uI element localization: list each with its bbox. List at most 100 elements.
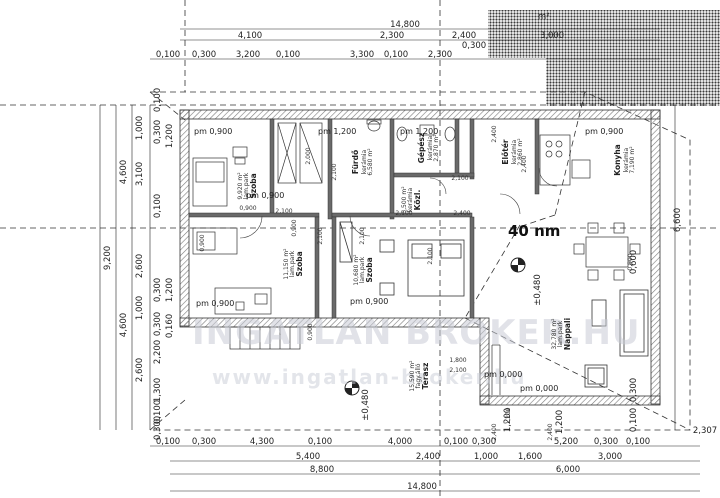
svg-text:lam.park: lam.park <box>289 250 296 277</box>
svg-text:0,900: 0,900 <box>627 253 634 270</box>
svg-text:32,780 m²: 32,780 m² <box>551 318 558 350</box>
svg-text:6,600: 6,600 <box>673 208 683 232</box>
svg-text:1,300: 1,300 <box>153 378 163 402</box>
svg-text:5,200: 5,200 <box>554 437 578 447</box>
level-living: ±0,480 <box>533 274 543 305</box>
svg-text:4,300: 4,300 <box>250 437 274 447</box>
svg-text:2,400: 2,400 <box>452 31 476 41</box>
svg-text:10,680 m²: 10,680 m² <box>353 254 360 286</box>
svg-text:8,800: 8,800 <box>310 465 334 475</box>
svg-text:0,300: 0,300 <box>594 437 618 447</box>
svg-text:0,100: 0,100 <box>276 50 300 60</box>
svg-text:0,300: 0,300 <box>153 278 163 302</box>
svg-text:4,000: 4,000 <box>388 437 412 447</box>
svg-text:1,200: 1,200 <box>165 278 175 302</box>
svg-text:3,200: 3,200 <box>236 50 260 60</box>
svg-text:0,100: 0,100 <box>156 437 180 447</box>
door-swings <box>239 167 558 239</box>
svg-text:5,500 m²: 5,500 m² <box>401 186 408 214</box>
svg-text:1,200: 1,200 <box>505 407 512 424</box>
svg-text:Nappali: Nappali <box>563 318 572 350</box>
svg-text:15,590 m²: 15,590 m² <box>409 360 416 392</box>
dimension-lines <box>99 28 700 492</box>
svg-text:fagy.álló: fagy.álló <box>415 363 422 388</box>
svg-text:0,300: 0,300 <box>192 437 216 447</box>
svg-text:1,800: 1,800 <box>449 357 466 364</box>
svg-text:kerámia: kerámia <box>623 148 630 173</box>
svg-text:2,600: 2,600 <box>135 254 145 278</box>
svg-text:pm 0,900: pm 0,900 <box>350 297 388 306</box>
svg-text:2,400: 2,400 <box>547 423 554 440</box>
svg-text:1,000: 1,000 <box>135 296 145 320</box>
svg-text:pm 0,000: pm 0,000 <box>520 384 558 393</box>
svg-text:0,100: 0,100 <box>153 194 163 218</box>
svg-text:5,400: 5,400 <box>296 452 320 462</box>
svg-text:pm 0,900: pm 0,900 <box>196 299 234 308</box>
svg-text:1,600: 1,600 <box>518 452 542 462</box>
svg-text:0,160: 0,160 <box>165 314 175 338</box>
svg-text:2,000: 2,000 <box>305 147 312 164</box>
svg-text:2,400: 2,400 <box>521 155 528 172</box>
svg-text:2,100: 2,100 <box>317 227 324 244</box>
svg-text:Szoba: Szoba <box>295 251 304 276</box>
svg-text:3,300: 3,300 <box>350 50 374 60</box>
svg-text:6,580 m²: 6,580 m² <box>367 148 374 176</box>
living-furniture <box>584 289 649 388</box>
svg-text:0,300: 0,300 <box>629 378 639 402</box>
svg-text:0,100: 0,100 <box>626 437 650 447</box>
svg-text:0,300: 0,300 <box>153 312 163 336</box>
kitchen-furniture <box>539 134 641 281</box>
svg-text:0,900: 0,900 <box>199 234 206 251</box>
svg-text:2,200: 2,200 <box>153 340 163 364</box>
svg-text:0,100: 0,100 <box>156 50 180 60</box>
svg-text:4,100: 4,100 <box>238 31 262 41</box>
svg-text:2,100: 2,100 <box>395 210 412 217</box>
svg-text:0,300: 0,300 <box>153 416 163 440</box>
svg-text:0,100: 0,100 <box>444 437 468 447</box>
svg-text:2,307: 2,307 <box>693 426 717 436</box>
svg-text:1,200: 1,200 <box>165 124 175 148</box>
svg-text:4,600: 4,600 <box>119 313 129 337</box>
svg-text:0,300: 0,300 <box>462 41 486 51</box>
left-dimensions: 9,200 4,600 4,600 1,000 3,100 2,600 1,00… <box>103 88 175 440</box>
svg-text:7,190 m²: 7,190 m² <box>629 146 636 174</box>
svg-text:pm 1,200: pm 1,200 <box>400 127 438 136</box>
svg-text:Előtér: Előtér <box>501 139 510 165</box>
svg-text:kerámia: kerámia <box>511 140 518 165</box>
svg-text:2,100: 2,100 <box>331 163 338 180</box>
svg-text:pm 0,000: pm 0,000 <box>484 370 522 379</box>
svg-text:0,600: 0,600 <box>629 250 639 274</box>
svg-text:1,200: 1,200 <box>503 408 513 432</box>
svg-text:2,870 m²: 2,870 m² <box>433 134 440 162</box>
svg-text:lam.park: lam.park <box>557 320 564 347</box>
bathroom-fixtures <box>277 119 456 184</box>
svg-text:3,000: 3,000 <box>598 452 622 462</box>
svg-text:2,300: 2,300 <box>428 50 452 60</box>
svg-text:1,200: 1,200 <box>555 410 565 434</box>
svg-text:lam.park: lam.park <box>243 172 250 199</box>
svg-text:kerámia: kerámia <box>361 150 368 175</box>
inner-walls <box>188 118 540 319</box>
svg-text:2,400: 2,400 <box>453 210 470 217</box>
svg-text:3,100: 3,100 <box>135 162 145 186</box>
svg-text:Szoba: Szoba <box>249 173 258 198</box>
svg-text:0,900: 0,900 <box>307 323 314 340</box>
area-annotation: 40 nm <box>508 222 560 240</box>
entrance-stairs <box>229 326 501 395</box>
svg-text:2,400: 2,400 <box>491 423 498 440</box>
svg-text:2,600: 2,600 <box>135 358 145 382</box>
svg-text:2,860 m²: 2,860 m² <box>517 138 524 166</box>
svg-text:0,900: 0,900 <box>239 205 256 212</box>
svg-text:Konyha: Konyha <box>613 144 622 175</box>
svg-text:m²: m² <box>538 12 550 22</box>
svg-text:3,000: 3,000 <box>540 31 564 41</box>
svg-text:1,000: 1,000 <box>135 116 145 140</box>
opening-dims: 2,000 2,100 2,400 2,100 2,100 2,400 0,90… <box>199 125 634 440</box>
svg-text:Terasz: Terasz <box>421 363 430 390</box>
bedroom3-furniture <box>339 221 465 297</box>
svg-text:Fürdő: Fürdő <box>351 150 360 174</box>
svg-text:2,100: 2,100 <box>427 247 434 264</box>
svg-text:2,100: 2,100 <box>449 367 466 374</box>
room-labels: Szoba lam.park 9,920 m² Fürdő kerámia 6,… <box>237 133 636 392</box>
